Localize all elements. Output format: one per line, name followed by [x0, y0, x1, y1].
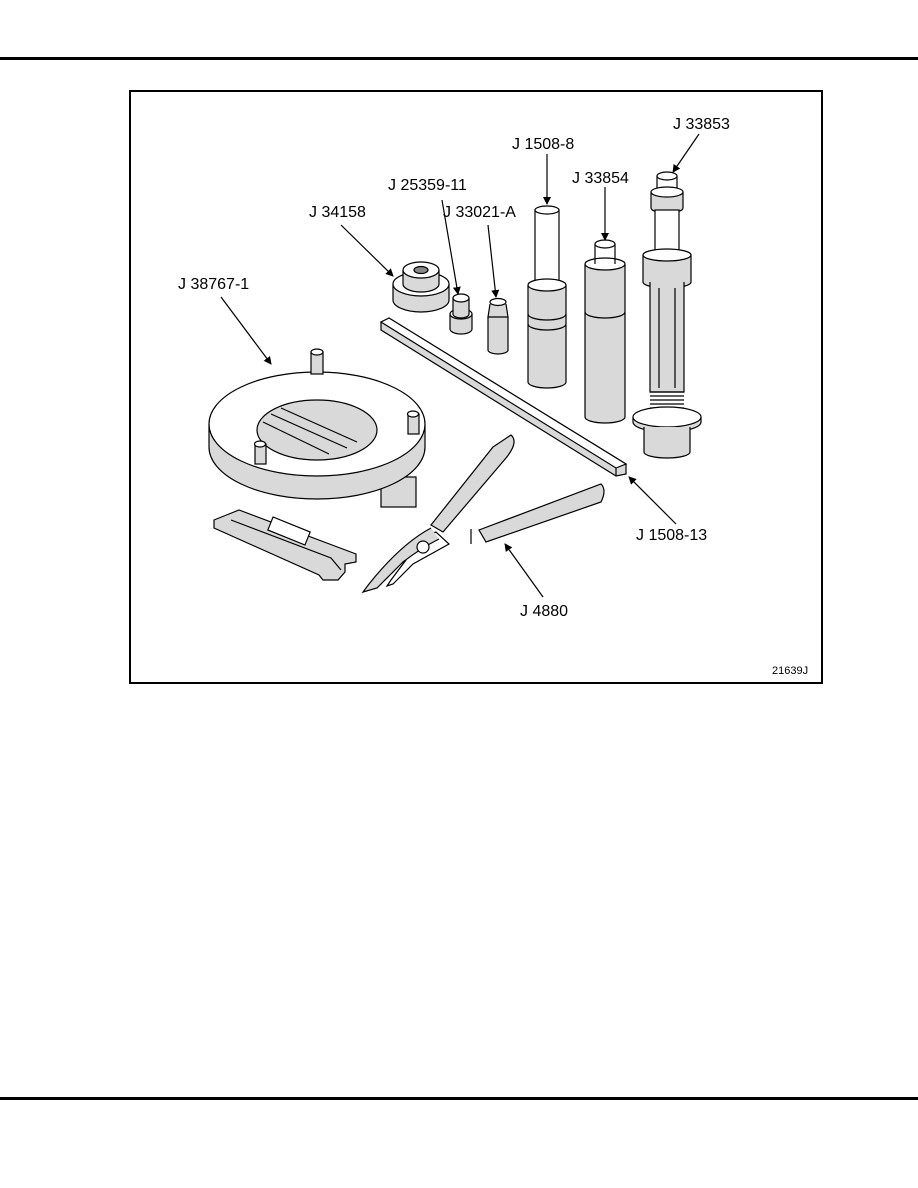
pliers-drawing	[361, 434, 605, 594]
figure-id: 21639J	[772, 665, 808, 677]
flat-blade-drawing	[213, 509, 357, 581]
label-j38767-1: J 38767-1	[178, 276, 249, 293]
ring-fixture-drawing	[208, 348, 426, 508]
label-j25359-11: J 25359-11	[388, 177, 467, 194]
tools-illustration: J 38767-1 J 34158 J 25359-11 J 33021-A J…	[178, 116, 808, 677]
driver-33854-drawing	[584, 239, 626, 424]
footer-rule	[0, 1097, 918, 1100]
tools-figure: J 38767-1 J 34158 J 25359-11 J 33021-A J…	[129, 90, 823, 684]
label-j1508-8: J 1508-8	[512, 136, 574, 153]
label-j33854: J 33854	[572, 170, 629, 187]
label-j33853: J 33853	[673, 116, 730, 133]
header-rule	[0, 57, 918, 60]
stepped-disk-drawing	[392, 261, 450, 313]
tall-driver-drawing	[527, 205, 567, 389]
label-j4880: J 4880	[520, 603, 568, 620]
long-bar-drawing	[379, 317, 628, 477]
small-driver-drawing	[449, 293, 473, 335]
pilot-drawing	[487, 297, 509, 355]
leader-lines	[220, 133, 700, 598]
label-j1508-13: J 1508-13	[636, 527, 707, 544]
label-j33021-a: J 33021-A	[443, 204, 516, 221]
label-j34158: J 34158	[309, 204, 366, 221]
remover-33853-drawing	[632, 171, 702, 459]
